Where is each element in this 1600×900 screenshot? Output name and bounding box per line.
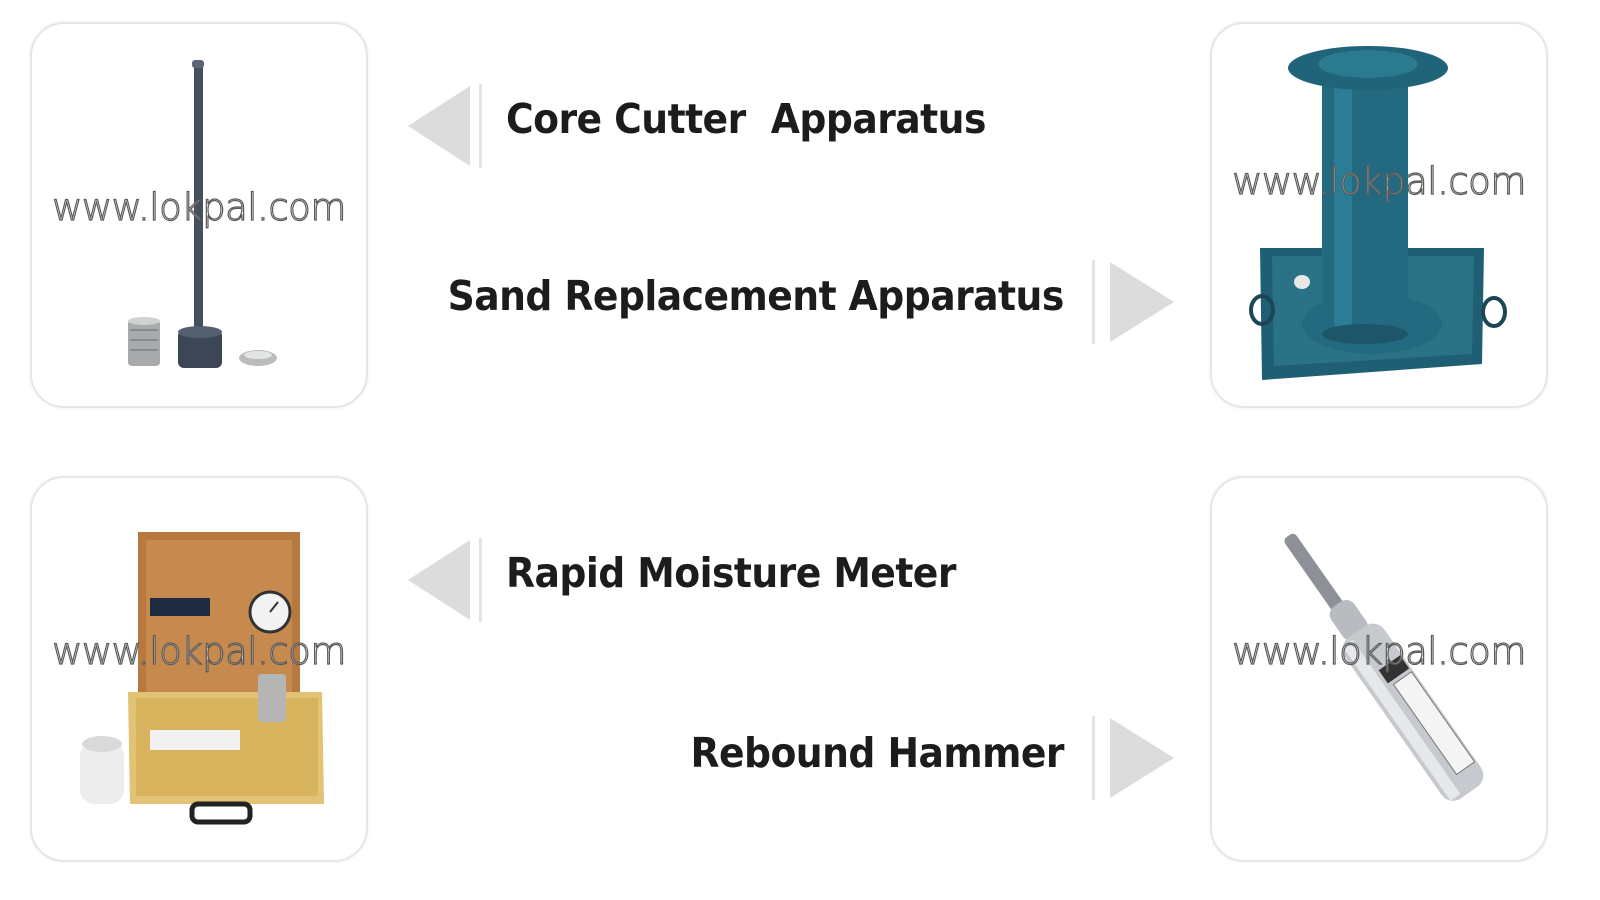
watermark-text: www.lokpal.com bbox=[1232, 629, 1527, 673]
rapid-moisture-meter-image bbox=[80, 532, 324, 825]
rebound-hammer-image bbox=[1284, 533, 1484, 801]
arrow-left-icon bbox=[408, 538, 482, 622]
arrow-left-icon bbox=[408, 84, 482, 168]
label-rapid-moisture-meter[interactable]: Rapid Moisture Meter bbox=[506, 549, 956, 597]
label-sand-replacement[interactable]: Sand Replacement Apparatus bbox=[447, 272, 1065, 320]
product-card-sand-replacement[interactable]: www.lokpal.com bbox=[1210, 22, 1548, 408]
arrow-right-icon bbox=[1092, 260, 1174, 344]
watermark-text: www.lokpal.com bbox=[52, 629, 347, 673]
label-core-cutter[interactable]: Core Cutter Apparatus bbox=[506, 95, 986, 143]
product-card-rapid-moisture-meter[interactable]: www.lokpal.com bbox=[30, 476, 368, 862]
arrow-right-icon bbox=[1092, 716, 1174, 800]
core-cutter-image bbox=[128, 60, 277, 368]
sand-replacement-image bbox=[1249, 46, 1507, 380]
watermark-text: www.lokpal.com bbox=[52, 185, 347, 229]
label-rebound-hammer[interactable]: Rebound Hammer bbox=[690, 729, 1065, 777]
watermark-text: www.lokpal.com bbox=[1232, 159, 1527, 203]
product-card-core-cutter[interactable]: www.lokpal.com bbox=[30, 22, 368, 408]
product-card-rebound-hammer[interactable]: www.lokpal.com bbox=[1210, 476, 1548, 862]
